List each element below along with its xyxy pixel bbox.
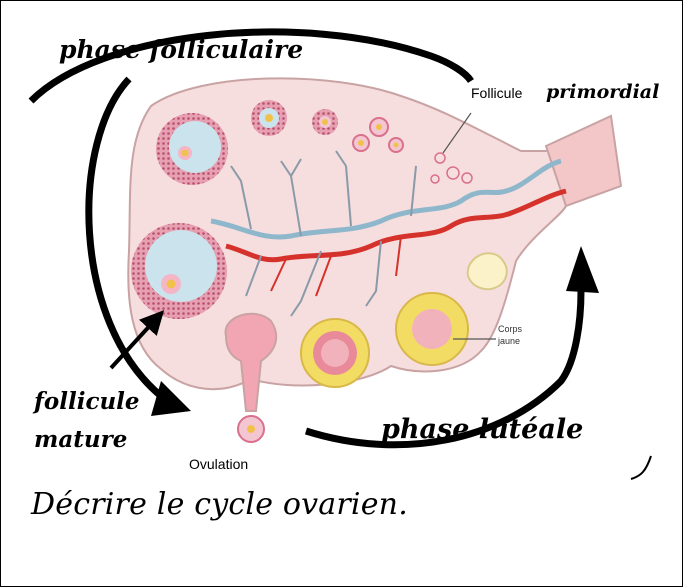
ovulation-label: Ovulation bbox=[189, 456, 248, 472]
primary-follicle bbox=[312, 109, 338, 135]
follicule-label: Follicule bbox=[471, 85, 523, 101]
tertiary-follicle bbox=[156, 113, 228, 185]
question-caption: Décrire le cycle ovarien. bbox=[31, 487, 408, 522]
corpus-luteum bbox=[396, 293, 468, 365]
forming-corpus-luteum bbox=[301, 319, 369, 387]
corps-jaune-label-line1: Corps bbox=[498, 324, 523, 334]
bottom-right-tick bbox=[631, 456, 651, 479]
left-arrowhead bbox=[151, 381, 191, 416]
primordial-label: primordial bbox=[546, 81, 659, 103]
phase-folliculaire-label: phase folliculaire bbox=[59, 35, 303, 64]
follicule-mature-label-line1: follicule bbox=[32, 388, 140, 415]
secondary-follicle bbox=[251, 100, 287, 136]
corps-jaune-label-line2: jaune bbox=[497, 336, 520, 346]
corpus-albicans bbox=[468, 253, 507, 289]
follicule-mature-label-line2: mature bbox=[34, 426, 127, 453]
right-arrowhead bbox=[566, 246, 599, 293]
mature-follicle bbox=[131, 223, 227, 319]
phase-luteale-label: phase lutéale bbox=[381, 414, 583, 445]
